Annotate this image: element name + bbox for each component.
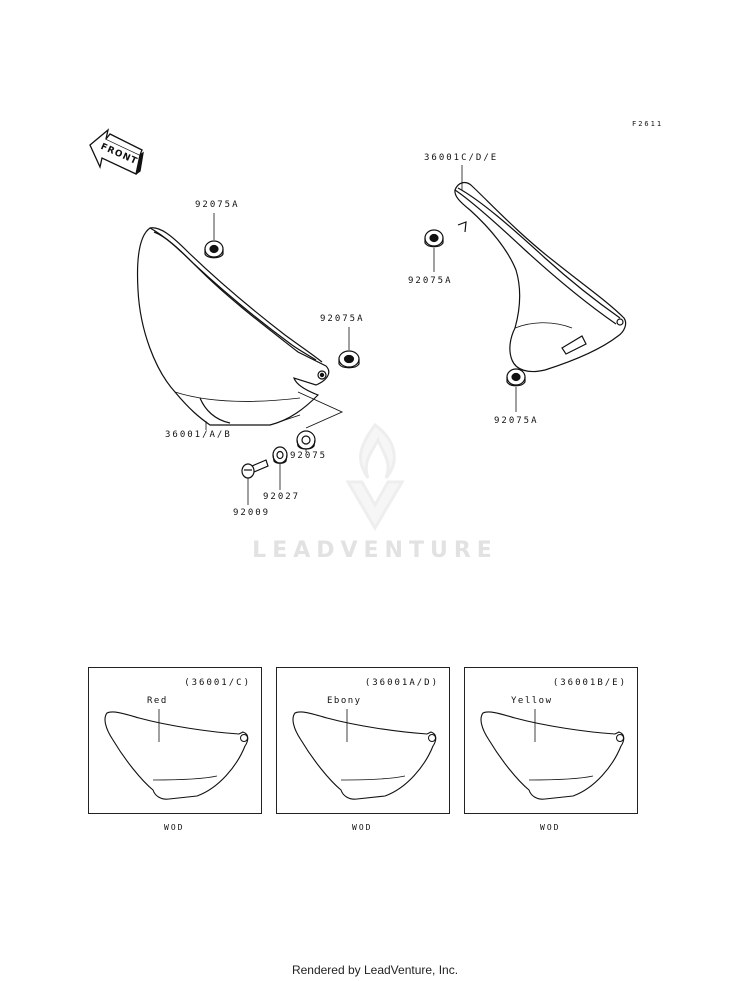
watermark-logo-icon bbox=[345, 422, 405, 531]
footer-text: Rendered by LeadVenture, Inc. bbox=[291, 963, 459, 977]
variant-code: (36001B/E) bbox=[552, 678, 627, 688]
variant-color: Red bbox=[147, 696, 168, 706]
watermark-text: LEADVENTURE bbox=[252, 538, 498, 563]
washer-icon bbox=[272, 446, 288, 464]
figure-code: F2611 bbox=[632, 120, 664, 128]
label-cover-left: 36001/A/B bbox=[165, 430, 232, 440]
label-cover-right: 36001C/D/E bbox=[424, 153, 499, 163]
variant-color: Ebony bbox=[327, 696, 362, 706]
label-grommet-right-upper: 92075A bbox=[408, 276, 453, 286]
label-grommet-small: 92075 bbox=[290, 451, 328, 461]
variant-panel-1: (36001/C) Red bbox=[88, 667, 262, 814]
side-cover-thumbnail-icon bbox=[104, 709, 249, 800]
variant-code: (36001/C) bbox=[184, 678, 251, 688]
right-side-cover bbox=[454, 181, 627, 373]
variant-panel-3: (36001B/E) Yellow bbox=[464, 667, 638, 814]
bolt-icon bbox=[241, 459, 269, 479]
front-arrow-icon bbox=[89, 128, 144, 175]
side-cover-thumbnail-icon bbox=[292, 709, 437, 800]
variant-panel-2: (36001A/D) Ebony bbox=[276, 667, 450, 814]
grommet-top-left-icon bbox=[204, 240, 224, 259]
label-grommet-right-lower: 92075A bbox=[494, 416, 539, 426]
label-washer: 92027 bbox=[263, 492, 301, 502]
variant-footnote-1: WOD bbox=[164, 823, 185, 832]
variant-footnote-2: WOD bbox=[352, 823, 373, 832]
grommet-small-icon bbox=[296, 430, 316, 450]
left-side-cover bbox=[136, 227, 344, 429]
label-bolt: 92009 bbox=[233, 508, 271, 518]
leader-lines-left bbox=[205, 213, 350, 505]
variant-code: (36001A/D) bbox=[364, 678, 439, 688]
variant-color: Yellow bbox=[511, 696, 553, 706]
side-cover-thumbnail-icon bbox=[480, 709, 625, 800]
grommet-mid-left-icon bbox=[338, 350, 360, 369]
label-grommet-top-left: 92075A bbox=[195, 200, 240, 210]
leader-lines-right bbox=[433, 165, 517, 412]
grommet-right-upper-icon bbox=[424, 229, 444, 248]
grommet-right-lower-icon bbox=[506, 368, 526, 387]
label-grommet-mid-left: 92075A bbox=[320, 314, 365, 324]
variant-footnote-3: WOD bbox=[540, 823, 561, 832]
